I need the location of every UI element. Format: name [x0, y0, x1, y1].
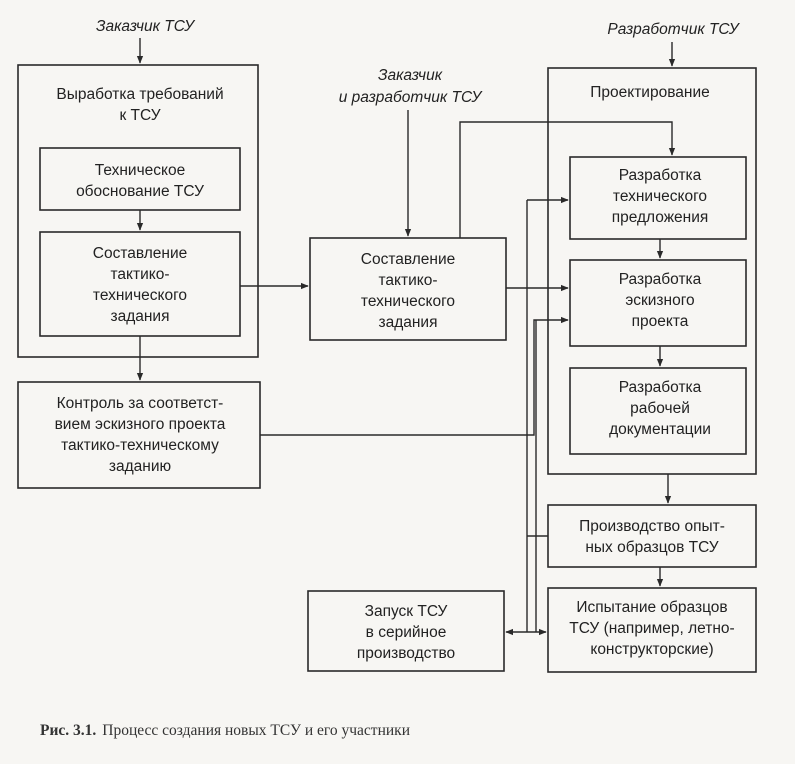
label-developer: Разработчик ТСУ	[607, 21, 740, 38]
testing-line1: Испытание образцов	[576, 599, 727, 616]
working-docs-line2: рабочей	[630, 400, 690, 417]
tts-joint-line2: тактико-	[379, 272, 438, 289]
box-tech-proposal	[569, 156, 747, 240]
arrow-control-to-draft-project	[260, 316, 569, 436]
box-prototype-production	[547, 504, 757, 568]
label-customer-and-developer-line2: и разработчик ТСУ	[339, 89, 484, 106]
draft-project-line1: Разработка	[619, 271, 702, 288]
figure-caption: Рис. 3.1. Процесс создания новых ТСУ и ег…	[40, 722, 410, 739]
box-working-docs	[569, 367, 747, 455]
serial-launch-line2: в серийное	[366, 624, 447, 641]
tech-justification-line2: обоснование ТСУ	[76, 183, 204, 200]
draft-project-line2: эскизного	[625, 292, 694, 309]
serial-launch-line3: производство	[357, 645, 455, 662]
design-group-title: Проектирование	[590, 84, 709, 101]
box-tts-joint	[309, 237, 507, 341]
tts-joint-line1: Составление	[361, 251, 456, 268]
draft-project-line3: проекта	[632, 313, 689, 330]
tech-proposal-line1: Разработка	[619, 167, 702, 184]
tts-draft-line4: задания	[110, 308, 169, 325]
box-tech-justification	[39, 147, 241, 211]
customer-group-title-line1: Выработка требований	[56, 86, 223, 103]
control-line1: Контроль за соответст-	[57, 395, 224, 412]
tts-draft-line2: тактико-	[111, 266, 170, 283]
label-customer-and-developer-line1: Заказчик	[378, 67, 443, 84]
tech-justification-line1: Техническое	[95, 162, 186, 179]
testing-line2: ТСУ (например, летно-	[569, 620, 734, 637]
caption-label: Рис. 3.1.	[40, 722, 96, 739]
tech-proposal-line3: предложения	[612, 209, 709, 226]
customer-group-title-line2: к ТСУ	[119, 107, 160, 124]
working-docs-line1: Разработка	[619, 379, 702, 396]
caption-text: Процесс создания новых ТСУ и его участни…	[102, 722, 410, 739]
prototype-line1: Производство опыт-	[579, 518, 725, 535]
customer-requirements-group	[17, 64, 259, 358]
serial-launch-line1: Запуск ТСУ	[365, 603, 448, 620]
tts-joint-line4: задания	[378, 314, 437, 331]
box-draft-project	[569, 259, 747, 347]
arrow-tts-to-tech-proposal	[459, 121, 676, 238]
prototype-line2: ных образцов ТСУ	[585, 539, 718, 556]
tts-draft-line3: технического	[93, 287, 187, 304]
design-group	[547, 67, 757, 475]
tech-proposal-line2: технического	[613, 188, 707, 205]
box-testing	[547, 587, 757, 673]
control-line3: тактико-техническому	[61, 437, 219, 454]
tts-draft-line1: Составление	[93, 245, 188, 262]
testing-line3: конструкторские)	[590, 641, 713, 658]
box-serial-launch	[307, 590, 505, 672]
control-line4: заданию	[109, 458, 171, 475]
label-customer: Заказчик ТСУ	[96, 18, 196, 35]
working-docs-line3: документации	[609, 421, 711, 438]
control-line2: вием эскизного проекта	[55, 416, 226, 433]
tts-joint-line3: технического	[361, 293, 455, 310]
